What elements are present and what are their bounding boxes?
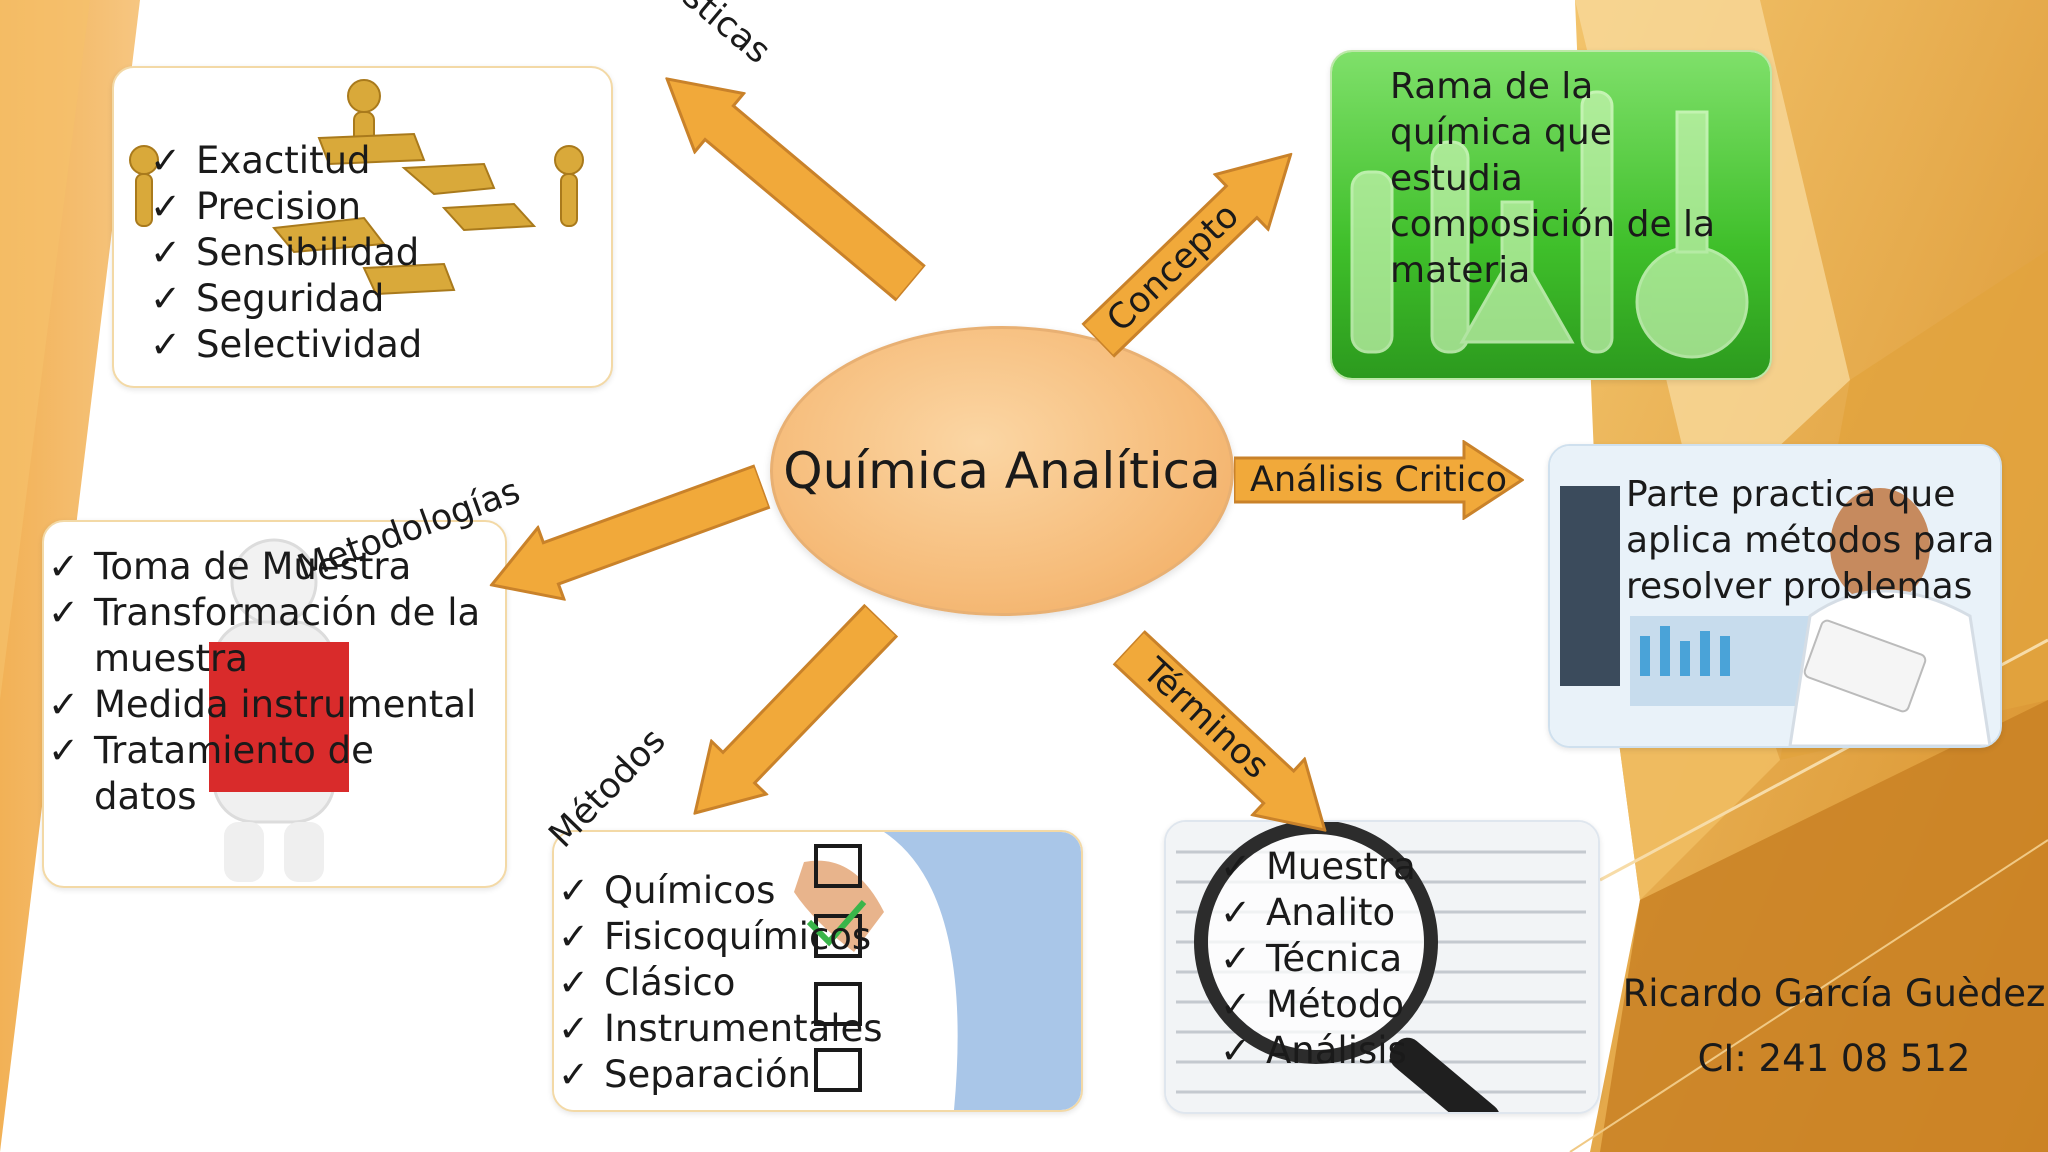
check-icon: ✓ xyxy=(558,869,590,912)
arrow-metodologias: Metodologías xyxy=(292,449,776,623)
check-icon: ✓ xyxy=(150,323,182,366)
arrow-concepto: Concepto xyxy=(1070,124,1320,369)
scientist-lab-image xyxy=(1550,446,2000,746)
list-item: ✓Análisis xyxy=(1220,1029,1407,1072)
checklist-hand-image xyxy=(554,832,1081,1110)
list-item: ✓Transformación de la muestra xyxy=(48,591,481,680)
check-icon: ✓ xyxy=(558,1007,590,1050)
central-topic-node: Química Analítica xyxy=(770,326,1234,616)
arrow-right-icon xyxy=(1234,440,1524,520)
list-item: ✓Tratamiento de datos xyxy=(48,729,374,818)
list-item: ✓Seguridad xyxy=(150,277,385,320)
metodos-list: ✓Químicos ✓Fisicoquímicos ✓Clásico ✓Inst… xyxy=(558,868,883,1098)
person-with-clipboard-illustration xyxy=(209,538,349,882)
list-item: ✓Químicos xyxy=(558,869,776,912)
arrow-right-icon xyxy=(1111,629,1327,833)
list-item: ✓Técnica xyxy=(1220,937,1403,980)
check-icon: ✓ xyxy=(48,591,80,634)
check-icon: ✓ xyxy=(150,277,182,320)
check-icon: ✓ xyxy=(150,139,182,182)
check-icon: ✓ xyxy=(1220,937,1252,980)
caracteristicas-card: ✓Exactitud ✓Precision ✓Sensibilidad ✓Seg… xyxy=(112,66,613,388)
list-item: ✓Medida instrumental xyxy=(48,683,477,726)
arrow-metodos: Métodos xyxy=(542,592,910,856)
author-name: Ricardo García Guèdez xyxy=(1622,972,2046,1015)
check-icon: ✓ xyxy=(150,231,182,274)
check-icon: ✓ xyxy=(558,915,590,958)
metodologias-card: ✓Toma de Muestra ✓Transformación de la m… xyxy=(42,520,507,888)
list-item: ✓Fisicoquímicos xyxy=(558,915,872,958)
analisis-text: Parte practica que aplica métodos para r… xyxy=(1626,474,1995,607)
arrow-analisis: Análisis Critico xyxy=(1234,440,1524,520)
author-id: CI: 241 08 512 xyxy=(1697,1037,1971,1080)
lab-glassware-image xyxy=(1332,52,1770,378)
list-item: ✓Método xyxy=(1220,983,1404,1026)
list-item: ✓Precision xyxy=(150,185,362,228)
arrow-right-icon xyxy=(693,602,900,816)
check-icon: ✓ xyxy=(48,729,80,772)
check-icon: ✓ xyxy=(558,1053,590,1096)
check-icon: ✓ xyxy=(48,683,80,726)
concepto-card: Rama de la química que estudia composici… xyxy=(1330,50,1772,380)
check-icon: ✓ xyxy=(1220,1029,1252,1072)
arrow-terminos: Términos xyxy=(1101,618,1353,861)
check-icon: ✓ xyxy=(1220,891,1252,934)
arrow-right-icon xyxy=(1080,152,1293,359)
list-item: ✓Instrumentales xyxy=(558,1007,883,1050)
list-item: ✓Muestra xyxy=(1220,845,1416,888)
metodologias-list: ✓Toma de Muestra ✓Transformación de la m… xyxy=(48,544,488,820)
arrow-label: Análisis Critico xyxy=(1250,460,1507,500)
analisis-card: Parte practica que aplica métodos para r… xyxy=(1548,444,2002,748)
arrow-right-icon xyxy=(664,76,927,303)
check-icon: ✓ xyxy=(1220,983,1252,1026)
terminos-list: ✓Muestra ✓Analito ✓Técnica ✓Método ✓Anál… xyxy=(1220,844,1416,1074)
list-item: ✓Clásico xyxy=(558,961,736,1004)
terminos-card: ✓Muestra ✓Analito ✓Técnica ✓Método ✓Anál… xyxy=(1164,820,1600,1114)
list-item: ✓Selectividad xyxy=(150,323,423,366)
author-block: Ricardo García Guèdez CI: 241 08 512 xyxy=(1620,972,2048,1080)
central-topic-label: Química Analítica xyxy=(783,442,1221,500)
check-icon: ✓ xyxy=(150,185,182,228)
list-item: ✓Analito xyxy=(1220,891,1396,934)
concepto-text: Rama de la química que estudia composici… xyxy=(1390,66,1716,291)
list-item: ✓Toma de Muestra xyxy=(48,545,412,588)
check-icon: ✓ xyxy=(558,961,590,1004)
arrow-caracteristicas: Características xyxy=(552,0,937,314)
teamwork-figures-illustration xyxy=(129,79,584,296)
caracteristicas-list: ✓Exactitud ✓Precision ✓Sensibilidad ✓Seg… xyxy=(150,138,422,368)
arrow-right-icon xyxy=(488,463,772,602)
list-item: ✓Separación xyxy=(558,1053,812,1096)
check-icon: ✓ xyxy=(48,545,80,588)
check-icon: ✓ xyxy=(1220,845,1252,888)
metodos-card: ✓Químicos ✓Fisicoquímicos ✓Clásico ✓Inst… xyxy=(552,830,1083,1112)
list-item: ✓Sensibilidad xyxy=(150,231,420,274)
list-item: ✓Exactitud xyxy=(150,139,371,182)
